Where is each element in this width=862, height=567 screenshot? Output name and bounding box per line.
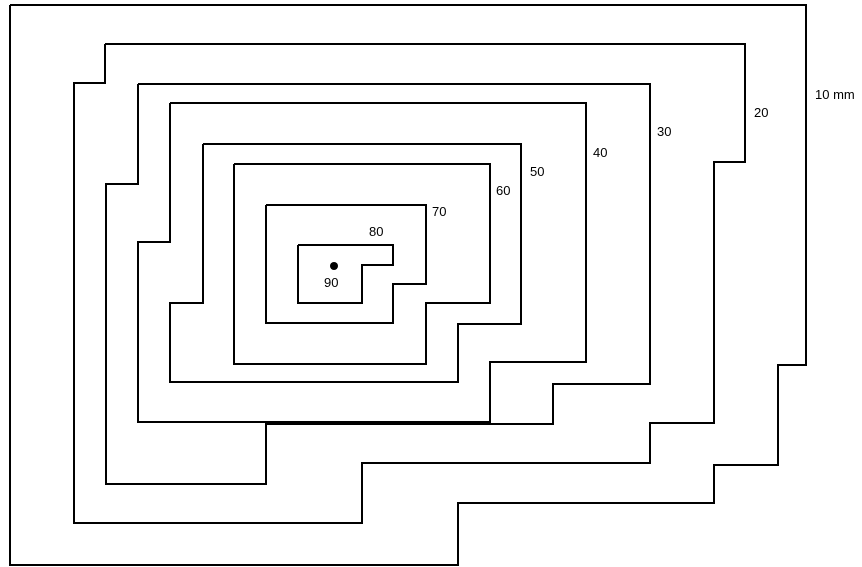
- contour-label-10: 10 mm: [815, 87, 855, 102]
- contour-40: [137, 102, 587, 423]
- contour-10: [9, 4, 807, 566]
- contour-50: [169, 143, 522, 383]
- peak-label-90: 90: [324, 275, 338, 290]
- contour-label-60: 60: [496, 183, 510, 198]
- contour-30: [105, 83, 651, 485]
- contour-label-20: 20: [754, 105, 768, 120]
- contour-70: [265, 204, 427, 324]
- contour-80: [297, 244, 394, 304]
- contour-label-30: 30: [657, 124, 671, 139]
- contour-label-80: 80: [369, 224, 383, 239]
- contour-label-50: 50: [530, 164, 544, 179]
- contour-label-40: 40: [593, 145, 607, 160]
- peak-point: [330, 262, 338, 270]
- contour-60: [233, 163, 491, 365]
- contour-label-70: 70: [432, 204, 446, 219]
- contour-20: [73, 43, 746, 524]
